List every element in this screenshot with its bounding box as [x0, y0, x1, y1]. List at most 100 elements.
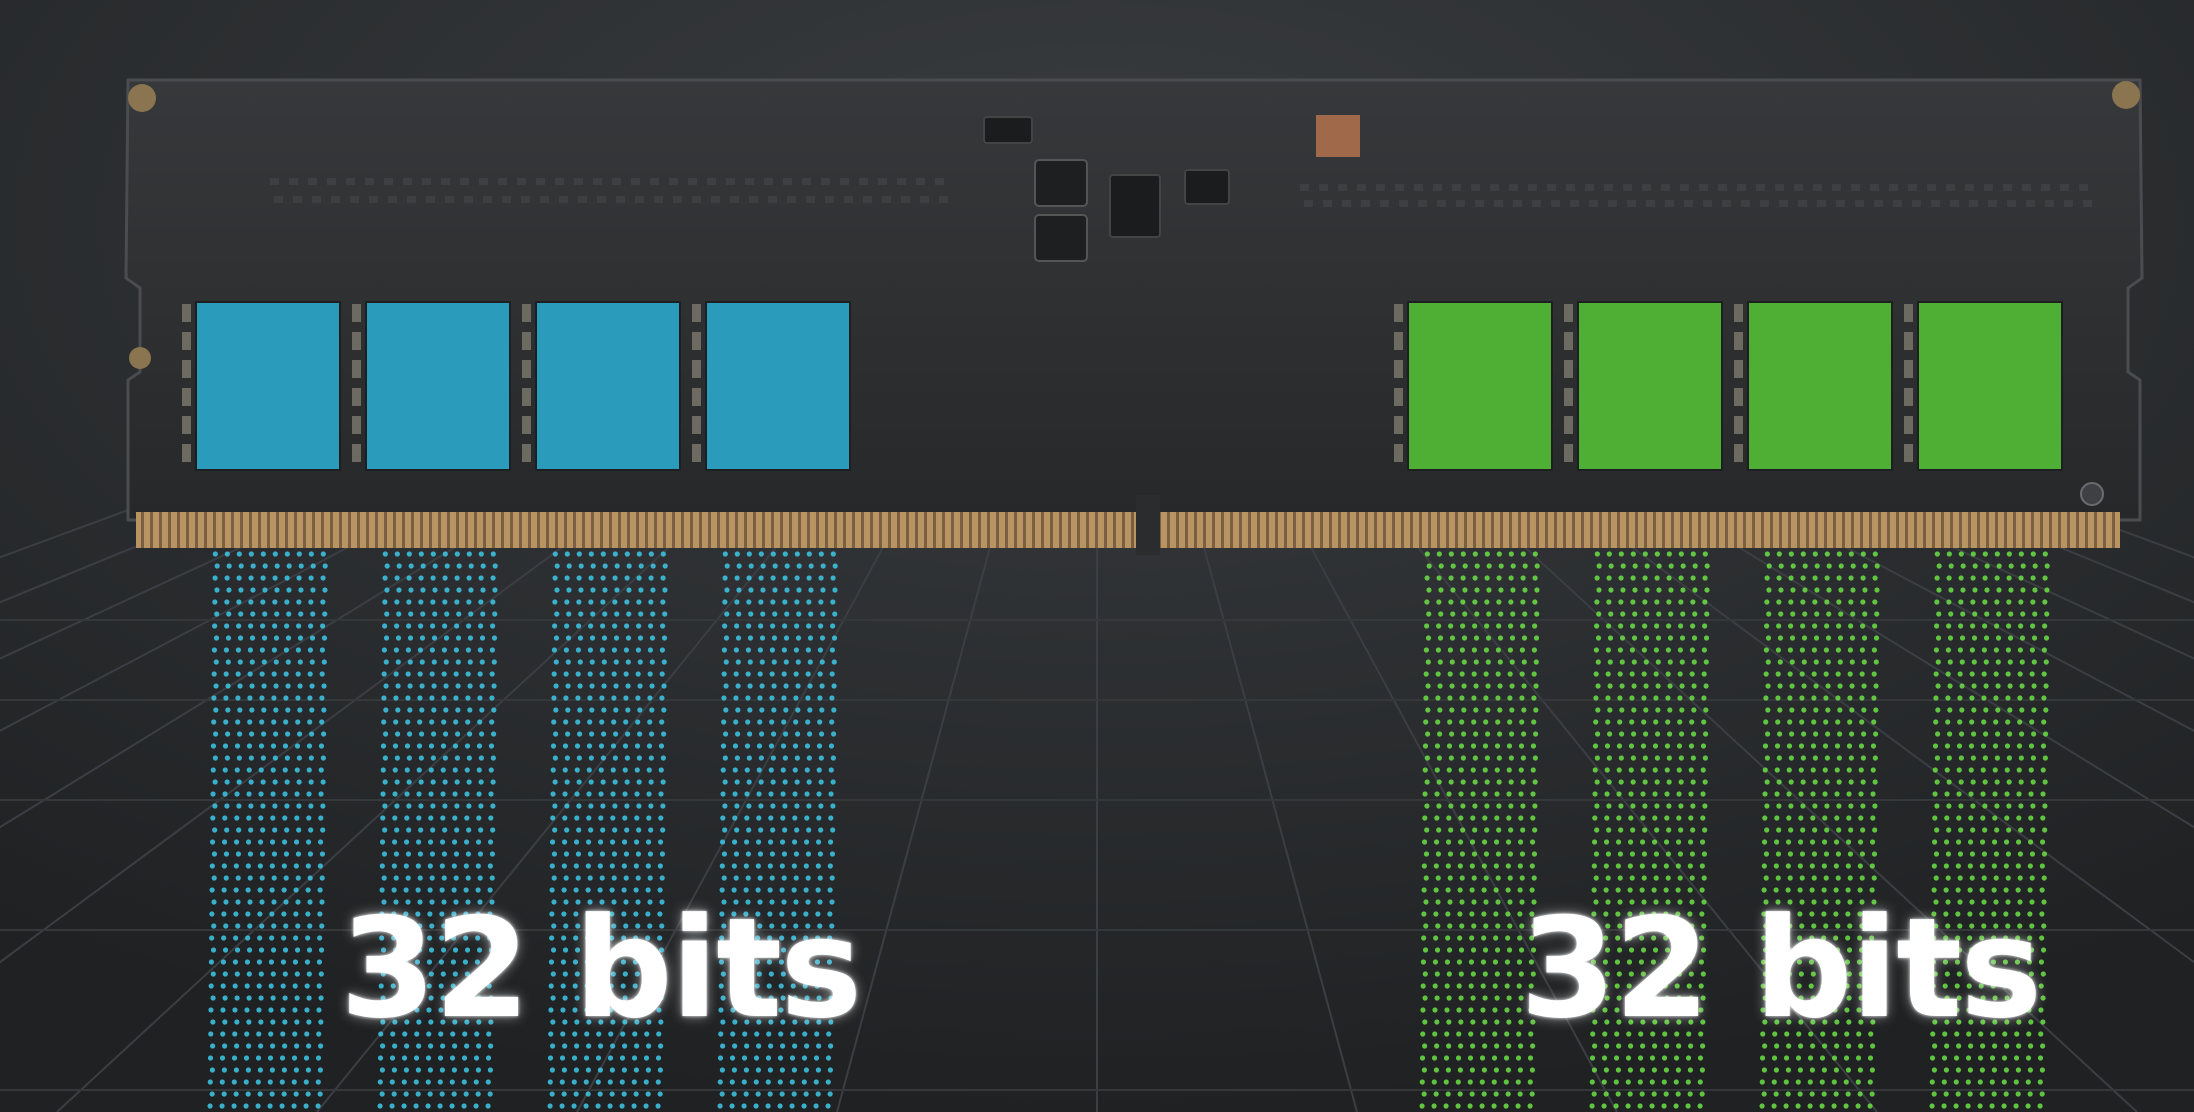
data-bit-dot [1508, 575, 1514, 581]
data-bit-dot [1993, 695, 1999, 701]
data-bit-dot [1956, 947, 1963, 953]
data-bit-dot [566, 587, 572, 593]
data-bit-dot [598, 1043, 604, 1049]
data-bit-dot [1848, 599, 1854, 605]
trace-pad [312, 196, 321, 203]
data-bit-dot [479, 683, 485, 689]
data-bit-dot [1517, 935, 1523, 941]
data-bit-dot [310, 587, 316, 593]
data-bit-dot [270, 815, 276, 821]
data-bit-dot [590, 587, 596, 593]
data-bit-dot [1450, 587, 1456, 593]
data-bit-dot [437, 1103, 443, 1109]
data-bit-dot [1421, 863, 1427, 869]
data-bit-dot [1960, 587, 1966, 593]
data-bit-dot [1993, 851, 2000, 857]
data-bit-dot [284, 803, 290, 809]
data-bit-dot [1460, 827, 1466, 833]
data-bit-dot [658, 791, 664, 797]
data-bit-dot [1858, 767, 1864, 773]
data-bit-dot [757, 875, 763, 881]
data-bit-dot [1858, 971, 1864, 977]
data-bit-dot [490, 575, 496, 581]
data-bit-dot [1800, 779, 1806, 785]
data-bit-dot [551, 719, 557, 725]
data-bit-dot [597, 1091, 603, 1097]
data-bit-dot [256, 1031, 262, 1037]
data-bit-dot [1627, 1067, 1633, 1073]
data-bit-dot [644, 1007, 650, 1013]
data-bit-dot [305, 911, 311, 917]
data-bit-dot [1421, 887, 1427, 893]
data-bit-dot [305, 863, 311, 869]
data-bit-dot [1764, 599, 1770, 605]
data-bit-dot [1871, 923, 1877, 929]
data-bit-dot [1787, 851, 1794, 857]
data-bit-dot [430, 551, 436, 557]
data-bit-dot [395, 659, 401, 665]
data-bit-dot [795, 707, 801, 713]
data-bit-dot [222, 743, 229, 749]
trace-pad [1437, 200, 1446, 207]
data-bit-dot [576, 803, 582, 809]
data-bit-dot [719, 1067, 726, 1073]
data-bit-dot [1667, 683, 1673, 689]
data-bit-dot [392, 815, 398, 821]
data-bit-dot [1632, 587, 1638, 593]
data-bit-dot [2005, 695, 2011, 701]
data-bit-dot [597, 863, 603, 869]
data-bit-dot [308, 803, 314, 809]
data-bit-dot [1873, 659, 1879, 665]
data-bit-dot [1521, 707, 1527, 713]
data-bit-dot [2019, 707, 2025, 713]
data-bit-dot [1953, 1103, 1959, 1109]
data-bit-dot [758, 599, 764, 605]
data-bit-dot [308, 623, 314, 629]
data-bit-dot [283, 899, 289, 905]
data-bit-dot [1618, 575, 1624, 581]
data-bit-dot [1456, 1007, 1462, 1013]
data-bit-dot [718, 1031, 724, 1037]
data-bit-dot [1849, 731, 1855, 737]
data-bit-dot [476, 947, 483, 953]
data-bit-dot [1979, 887, 1985, 893]
data-bit-dot [602, 563, 608, 569]
data-bit-dot [1431, 1103, 1437, 1109]
data-bit-dot [321, 635, 328, 641]
data-bit-dot [210, 947, 217, 953]
data-bit-dot [781, 695, 787, 701]
trace-pad [578, 196, 587, 203]
data-bit-dot [1473, 635, 1480, 641]
data-bit-dot [769, 875, 775, 881]
trace-pad [369, 196, 378, 203]
data-bit-dot [1664, 791, 1670, 797]
data-bit-dot [1702, 623, 1708, 629]
data-bit-dot [1813, 635, 1820, 641]
data-bit-dot [1483, 695, 1489, 701]
data-bit-dot [485, 1079, 491, 1085]
data-bit-dot [623, 719, 629, 725]
trace-pad [939, 196, 948, 203]
data-bit-dot [760, 611, 766, 617]
data-bit-dot [1483, 851, 1490, 857]
data-bit-dot [583, 1055, 590, 1061]
trace-pad [1646, 200, 1655, 207]
data-bit-dot [1628, 995, 1634, 1001]
data-bit-dot [2016, 947, 2023, 953]
trace-pad [1589, 200, 1598, 207]
data-bit-dot [1788, 623, 1794, 629]
data-bit-dot [1628, 1043, 1634, 1049]
data-bit-dot [236, 779, 242, 785]
data-bit-dot [1812, 803, 1818, 809]
data-bit-dot [283, 923, 289, 929]
data-bit-dot [2018, 827, 2024, 833]
data-bit-dot [282, 971, 288, 977]
data-bit-dot [1943, 911, 1949, 917]
data-bit-dot [1655, 659, 1661, 665]
data-bit-dot [1419, 1103, 1425, 1109]
data-bit-dot [379, 1067, 385, 1073]
data-bit-dot [619, 1055, 626, 1061]
capacitor-pad [692, 332, 701, 350]
data-bit-dot [1835, 875, 1841, 881]
data-bit-dot [1592, 995, 1598, 1001]
